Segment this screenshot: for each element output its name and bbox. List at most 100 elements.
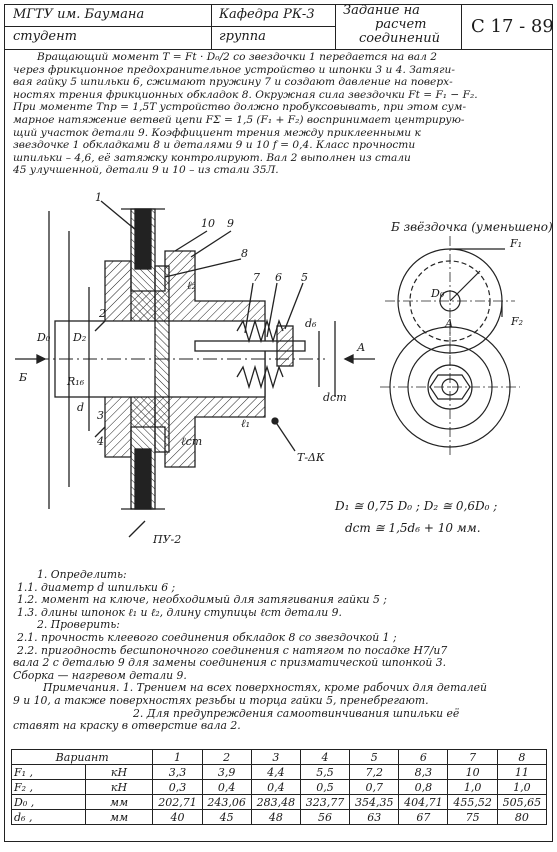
formula-line: dст ≅ 1,5d₆ + 10 мм.: [345, 521, 481, 535]
variant-header: Вариант: [10, 749, 154, 765]
statement-line: через фрикционное предохранительное устр…: [13, 63, 455, 76]
statement-line: ностях трения фрикционных обкладок 8. Ок…: [13, 88, 478, 101]
task-line: 2.2. пригодность бесшпоночного соединени…: [17, 644, 448, 657]
table-cell: 505,65: [496, 794, 548, 810]
table-cell: 80: [496, 809, 548, 825]
table-cell: 0,8: [398, 779, 449, 795]
table-cell: 45: [201, 809, 252, 825]
variant-number: 5: [349, 749, 400, 765]
statement-line: шпильки – 4,6, её затяжку контролируют. …: [13, 151, 411, 164]
task-line: 2. Проверить:: [37, 619, 120, 632]
table-row: F₁ , кН 3,3 3,9 4,4 5,5 7,2 8,3 10 11: [11, 764, 548, 780]
variant-number: 3: [250, 749, 301, 765]
task-line: 1.3. длины шпонок ℓ₁ и ℓ₂, длину ступицы…: [17, 606, 342, 619]
callout-label: А: [356, 341, 365, 354]
callout-label: А: [444, 317, 453, 330]
callout-label: d₆: [305, 317, 317, 330]
table-cell: 40: [152, 809, 203, 825]
table-cell: 10: [447, 764, 498, 780]
table-cell: 0,5: [299, 779, 351, 795]
group-label: группа: [219, 29, 266, 44]
table-cell: 404,71: [398, 794, 449, 810]
row-name: D₀ ,: [11, 794, 86, 810]
task-line: вала 2 с деталью 9 для замены соединения…: [13, 657, 447, 670]
table-cell: 1,0: [496, 779, 548, 795]
callout-label: Б: [18, 371, 27, 384]
table-cell: 243,06: [201, 794, 252, 810]
table-cell: 4,4: [250, 764, 301, 780]
statement-line: При моменте Tпр = 1,5T устройство должно…: [13, 101, 467, 114]
task-line: 9 и 10, а также поверхностях резьбы и то…: [13, 694, 429, 707]
callout-label: 9: [227, 217, 234, 230]
task-title-1: Задание на: [343, 3, 420, 18]
callout-label: 4: [96, 435, 104, 448]
table-cell: 56: [299, 809, 351, 825]
statement-line: Вращающий момент T = Ft · D₀/2 со звездо…: [37, 51, 437, 63]
callout-label: 2: [98, 307, 106, 320]
table-cell: 0,3: [152, 779, 203, 795]
row-name: F₁ ,: [11, 764, 86, 780]
task-title-2: расчет: [375, 17, 427, 32]
table-cell: 8,3: [398, 764, 449, 780]
callout-label: ℓ₁: [241, 417, 250, 430]
statement-line: щий участок детали 9. Коэффициент трения…: [13, 126, 421, 139]
callout-label: 10: [201, 217, 215, 230]
variant-number: 4: [299, 749, 351, 765]
task-line: 2.1. прочность клеевого соединения обкла…: [17, 631, 397, 644]
table-cell: 48: [250, 809, 301, 825]
callout-label: 3: [97, 409, 104, 422]
table-cell: 354,35: [349, 794, 400, 810]
table-header-row: Вариант 1 2 3 4 5 6 7 8: [10, 749, 548, 765]
task-line: 1.1. диаметр d шпильки 6 ;: [17, 581, 176, 594]
task-line: Примечания. 1. Трением на всех поверхнос…: [43, 682, 487, 695]
statement-line: 45 улучшенной, детали 9 и 10 – из стали …: [13, 164, 279, 177]
callout-label: Т-ΔК: [297, 451, 325, 464]
callout-label: 8: [241, 247, 248, 260]
callout-label: dст: [323, 391, 347, 404]
variant-number: 6: [398, 749, 449, 765]
statement-line: марное натяжение ветвей цепи FΣ = 1,5 (F…: [13, 113, 465, 126]
task-line: 2. Для предупреждения самоотвинчивания ш…: [133, 707, 460, 720]
callout-label: F₂: [510, 315, 523, 328]
table-cell: 7,2: [349, 764, 400, 780]
callout-label: ПУ-2: [152, 533, 181, 546]
variant-number: 7: [447, 749, 498, 765]
callout-label: D₂: [72, 331, 86, 344]
table-cell: 3,3: [152, 764, 203, 780]
table-cell: 323,77: [299, 794, 351, 810]
assembly-drawing: 1 10 9 8 ℓ₂ 7 6 5 2 D₂ D₀ Б R₁₆ d 3 4 ℓ₁…: [15, 191, 553, 546]
row-unit: кН: [84, 779, 154, 795]
title-block: МГТУ им. Баумана студент Кафедра РК-3 гр…: [5, 3, 554, 50]
variant-number: 1: [152, 749, 203, 765]
task-line: Сборка — нагревом детали 9.: [13, 669, 187, 682]
table-row: D₀ , мм 202,71 243,06 283,48 323,77 354,…: [11, 794, 548, 810]
table-row: d₆ , мм 40 45 48 56 63 67 75 80: [11, 809, 548, 825]
task-line: 1. Определить:: [37, 569, 127, 581]
callout-label: ℓст: [181, 435, 202, 448]
formula-line: D₁ ≅ 0,75 D₀ ; D₂ ≅ 0,6D₀ ;: [335, 499, 498, 513]
row-name: d₆ ,: [11, 809, 86, 825]
callout-label: ℓ₂: [187, 279, 196, 292]
callout-label: 5: [301, 271, 308, 284]
statement-line: вая гайку 5 шпильки 6, сжимают пружину 7…: [13, 76, 453, 89]
table-cell: 0,4: [201, 779, 252, 795]
table-cell: 11: [496, 764, 548, 780]
task-list: 1. Определить: 1.1. диаметр d шпильки 6 …: [13, 569, 549, 733]
view-b-label: Б звёздочка (уменьшено): [390, 220, 553, 234]
org-name: МГТУ им. Баумана: [13, 7, 145, 22]
table-cell: 5,5: [299, 764, 351, 780]
task-code: С 17 - 89: [471, 16, 554, 37]
variant-number: 8: [496, 749, 548, 765]
table-cell: 75: [447, 809, 498, 825]
callout-label: d: [77, 401, 84, 414]
formulas: D₁ ≅ 0,75 D₀ ; D₂ ≅ 0,6D₀ ; dст ≅ 1,5d₆ …: [335, 495, 497, 539]
task-sheet: МГТУ им. Баумана студент Кафедра РК-3 гр…: [4, 3, 554, 842]
table-row: F₂ , кН 0,3 0,4 0,4 0,5 0,7 0,8 1,0 1,0: [11, 779, 548, 795]
statement-line: звездочке 1 обкладками 8 и деталями 9 и …: [13, 139, 416, 152]
row-unit: мм: [84, 794, 154, 810]
callout-label: D₀: [36, 331, 51, 344]
table-cell: 3,9: [201, 764, 252, 780]
student-label: студент: [13, 29, 77, 44]
table-cell: 63: [349, 809, 400, 825]
row-unit: кН: [84, 764, 154, 780]
